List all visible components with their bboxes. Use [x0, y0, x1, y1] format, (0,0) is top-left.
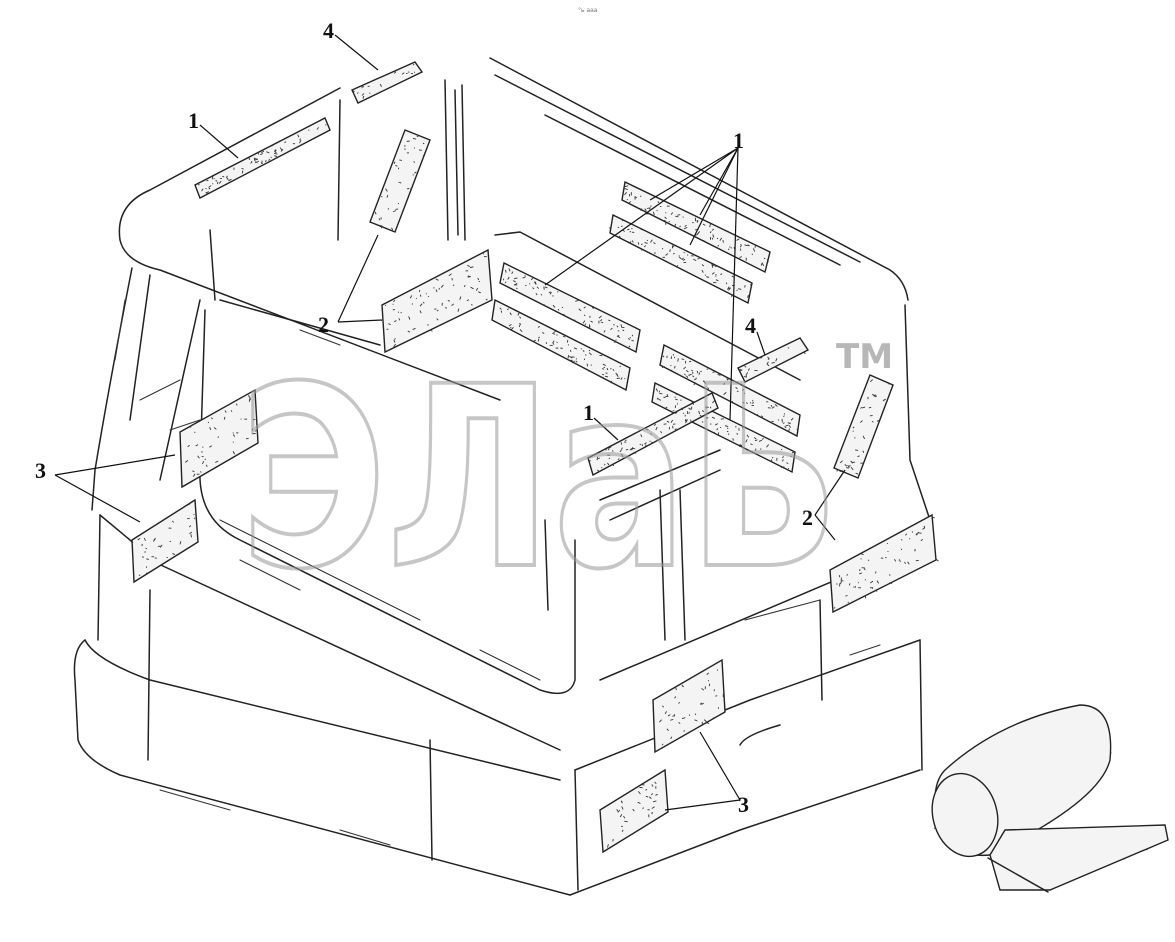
- callout-4-top: 4: [323, 18, 334, 43]
- callout-1-mid: 1: [583, 400, 594, 425]
- header-mark: °ь ааа: [578, 7, 598, 14]
- pad-strip-1-top-left: [194, 117, 331, 199]
- callout-3-left: 3: [35, 458, 46, 483]
- pad-side-3-upper: [179, 388, 259, 489]
- pad-strip-1-c: [499, 261, 641, 354]
- callout-3-bottom: 3: [738, 792, 749, 817]
- callout-1-center-group: 1: [733, 128, 744, 153]
- callout-4-right: 4: [745, 313, 756, 338]
- pad-large-2-right: [829, 513, 937, 614]
- cab-outline: [73, 57, 931, 896]
- callout-1-top-left: 1: [188, 108, 199, 133]
- pad-side-3-lower: [131, 498, 199, 584]
- pad-large-2-left: [381, 248, 493, 354]
- pad-small-4-top: [351, 61, 424, 104]
- watermark-trademark: TM: [836, 337, 893, 377]
- pad-small-4-right: [737, 337, 810, 383]
- pad-front-3-upper: [652, 658, 726, 754]
- callout-numbers: 1 4 1 2 4 1 3 2 3: [35, 18, 813, 817]
- watermark-logo: ЭЛаЬ TM: [238, 331, 893, 626]
- callout-2-left: 2: [318, 312, 329, 337]
- watermark-text: ЭЛаЬ: [240, 333, 840, 624]
- pad-strip-1-d: [491, 298, 631, 392]
- pad-strip-1-e: [659, 343, 801, 438]
- pad-vertical-2-right: [833, 374, 894, 479]
- pad-strip-1-mid: [587, 392, 719, 477]
- insulation-roll: [931, 704, 1169, 893]
- pad-vertical-2-top: [369, 129, 431, 233]
- callout-2-right: 2: [802, 505, 813, 530]
- leader-lines: [54, 34, 846, 811]
